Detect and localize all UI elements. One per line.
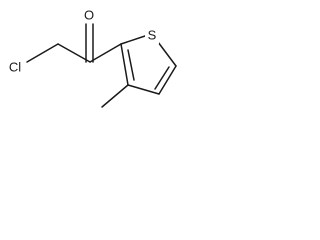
bond-c3-methyl: [101, 84, 129, 108]
bond-s-c5: [157, 41, 177, 67]
sulfur-label-bg: [145, 27, 159, 44]
bond-c5-c4: [158, 65, 177, 95]
bond-c4-c3: [127, 84, 160, 95]
chemical-structure-diagram: O Cl S: [4, 6, 177, 108]
bond-cl-ch2: [26, 43, 59, 63]
oxygen-label-bg: [81, 6, 97, 22]
bond-c3-c2-inner: [127, 49, 135, 81]
bond-ch2-carbonyl: [57, 43, 91, 63]
bond-carbonyl-c2: [89, 43, 122, 63]
oxygen-atom-label: O: [84, 8, 94, 23]
bond-c3-c2: [120, 43, 129, 86]
chlorine-atom-label: Cl: [9, 60, 21, 75]
bond-c5-c4-inner: [154, 66, 170, 90]
sulfur-atom-label: S: [148, 28, 157, 43]
chlorine-label-bg: [4, 58, 26, 76]
bond-c2-s: [120, 35, 146, 45]
